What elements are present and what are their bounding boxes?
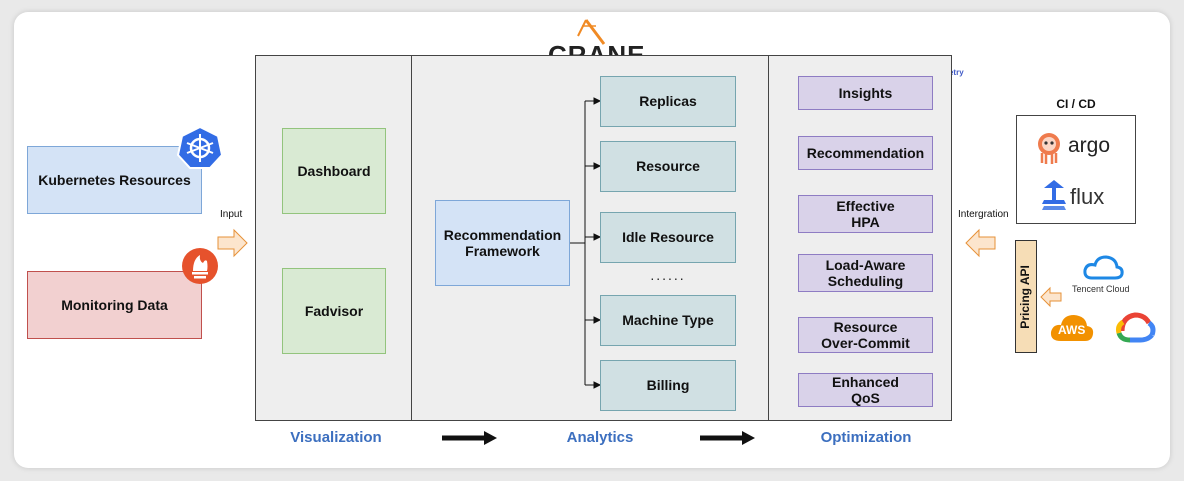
fadvisor-box: Fadvisor [282,268,386,354]
flow-arrow-icon [442,430,498,446]
flux-icon [1042,180,1066,214]
argo-label: argo [1068,134,1111,157]
integration-label: Intergration [958,209,1009,220]
resource-box: Resource [600,141,736,192]
visualization-panel [255,55,412,421]
dashboard-box: Dashboard [282,128,386,214]
load-aware-scheduling-label: Load-Aware Scheduling [825,256,906,289]
kubernetes-resources-box: Kubernetes Resources [27,146,202,214]
resource-over-commit-box: Resource Over-Commit [798,317,933,353]
enhanced-qos-box: Enhanced QoS [798,373,933,407]
insights-label: Insights [838,84,893,101]
tencent-cloud-label: Tencent Cloud [1072,284,1130,294]
resource-label: Resource [636,158,700,175]
machine-type-box: Machine Type [600,295,736,346]
aws-label: AWS [1058,323,1086,337]
replicas-box: Replicas [600,76,736,127]
billing-label: Billing [646,377,690,394]
replicas-label: Replicas [639,93,697,110]
tencent-cloud-icon [1082,254,1124,282]
flux-label: flux [1070,184,1105,209]
effective-hpa-label: Effective HPA [836,197,895,230]
analytics-section-label: Analytics [566,429,634,446]
more-items-ellipsis: ...... [650,267,686,283]
optimization-panel [768,55,952,421]
aws-icon: AWS [1049,311,1095,343]
google-cloud-icon [1114,309,1156,343]
input-label: Input [220,209,243,220]
pricing-arrow-icon [1040,286,1062,308]
flow-arrow-icon [700,430,756,446]
resource-over-commit-label: Resource Over-Commit [821,318,910,351]
argo-icon [1036,131,1062,165]
recommendation-label: Recommendation [806,144,925,161]
fadvisor-label: Fadvisor [304,302,364,319]
pricing-api-label: Pricing API [1018,264,1033,329]
enhanced-qos-label: Enhanced QoS [832,373,899,406]
recommendation-box: Recommendation [798,136,933,170]
load-aware-scheduling-box: Load-Aware Scheduling [798,254,933,292]
recommendation-framework-box: Recommendation Framework [435,200,570,286]
cicd-box [1016,115,1136,224]
billing-box: Billing [600,360,736,411]
monitoring-data-label: Monitoring Data [61,296,168,313]
prometheus-icon [181,247,219,285]
effective-hpa-box: Effective HPA [798,195,933,233]
visualization-section-label: Visualization [290,429,382,446]
dashboard-label: Dashboard [297,162,371,179]
pricing-api-box: Pricing API [1015,240,1037,353]
kubernetes-icon [176,125,224,169]
cicd-title: CI / CD [1056,97,1096,111]
idle-resource-box: Idle Resource [600,212,736,263]
crane-logo-graphic [577,19,606,45]
optimization-section-label: Optimization [820,429,912,446]
insights-box: Insights [798,76,933,110]
monitoring-data-box: Monitoring Data [27,271,202,339]
integration-arrow-icon [965,228,996,258]
recommendation-framework-label: Recommendation Framework [443,226,562,259]
idle-resource-label: Idle Resource [622,229,714,246]
input-arrow-icon [217,228,248,258]
machine-type-label: Machine Type [622,312,714,329]
kubernetes-resources-label: Kubernetes Resources [38,171,191,188]
